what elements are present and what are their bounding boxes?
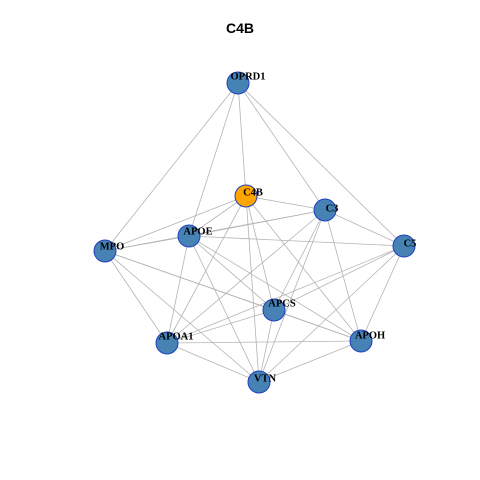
edge-apoe-apcs (188, 235, 275, 311)
node-vtn[interactable]: VTN (247, 370, 277, 394)
node-circle[interactable] (349, 329, 373, 353)
edge-c4b-apcs (245, 195, 275, 311)
edge-apoh-vtn (258, 340, 362, 383)
node-circle[interactable] (247, 370, 271, 394)
edge-c5-apcs (273, 245, 405, 311)
node-label: C4B (243, 187, 263, 198)
node-circle[interactable] (155, 331, 179, 355)
edge-apcs-vtn (258, 309, 275, 383)
node-circle[interactable] (226, 71, 250, 95)
node-apoh[interactable]: APOH (349, 329, 385, 353)
edge-c4b-apoh (245, 195, 362, 342)
edge-apoe-mpo (104, 235, 190, 252)
edge-mpo-vtn (104, 250, 260, 383)
node-circle[interactable] (262, 298, 286, 322)
node-label: VTN (254, 373, 277, 384)
edge-c4b-apoe (188, 195, 247, 237)
node-c4b[interactable]: C4B (234, 184, 263, 208)
node-circle[interactable] (313, 198, 337, 222)
node-c3[interactable]: C3 (313, 198, 339, 222)
node-label: APOE (183, 226, 212, 237)
edge-apoe-c5 (188, 235, 405, 247)
node-oprd1[interactable]: OPRD1 (226, 71, 266, 95)
node-label: OPRD1 (231, 71, 266, 82)
edge-c5-apoa1 (166, 245, 405, 344)
edge-oprd1-c5 (237, 82, 405, 247)
node-mpo[interactable]: MPO (93, 239, 125, 263)
node-circle[interactable] (93, 239, 117, 263)
node-label: C5 (404, 238, 417, 249)
chart-title: C4B (225, 20, 254, 36)
edge-apoe-apoh (188, 235, 362, 342)
edge-oprd1-apoe (188, 82, 239, 237)
edge-apoe-apoa1 (166, 235, 190, 344)
edge-c3-apoa1 (166, 209, 326, 344)
node-label: APOA1 (159, 331, 194, 342)
node-label: APOH (355, 330, 385, 341)
edge-c4b-mpo (104, 195, 247, 252)
node-label: C3 (326, 203, 339, 214)
node-circle[interactable] (234, 184, 258, 208)
edge-oprd1-c4b (237, 82, 247, 197)
node-label: MPO (100, 241, 125, 252)
node-apoe[interactable]: APOE (177, 224, 213, 248)
edge-apoa1-apoh (166, 340, 362, 344)
edge-apoe-vtn (188, 235, 260, 383)
node-apoa1[interactable]: APOA1 (155, 331, 194, 355)
edge-oprd1-c3 (237, 82, 326, 211)
node-circle[interactable] (392, 234, 416, 258)
node-label: APCS (268, 298, 296, 309)
edge-layer (104, 82, 405, 383)
node-circle[interactable] (177, 224, 201, 248)
edge-apoa1-vtn (166, 342, 260, 383)
edge-c5-vtn (258, 245, 405, 383)
edge-c4b-apoa1 (166, 195, 247, 344)
edge-apcs-apoh (273, 309, 362, 342)
node-c5[interactable]: C5 (392, 234, 417, 258)
edge-c5-apoh (360, 245, 405, 342)
edge-oprd1-mpo (104, 82, 239, 252)
edge-c4b-c3 (245, 195, 326, 211)
edge-apcs-apoa1 (166, 309, 275, 344)
node-apcs[interactable]: APCS (262, 298, 296, 322)
edge-c3-apoh (324, 209, 362, 342)
edge-c4b-vtn (245, 195, 260, 383)
edge-c3-vtn (258, 209, 326, 383)
edge-c3-apcs (273, 209, 326, 311)
edge-c3-c5 (324, 209, 405, 247)
edge-mpo-apoa1 (104, 250, 168, 344)
